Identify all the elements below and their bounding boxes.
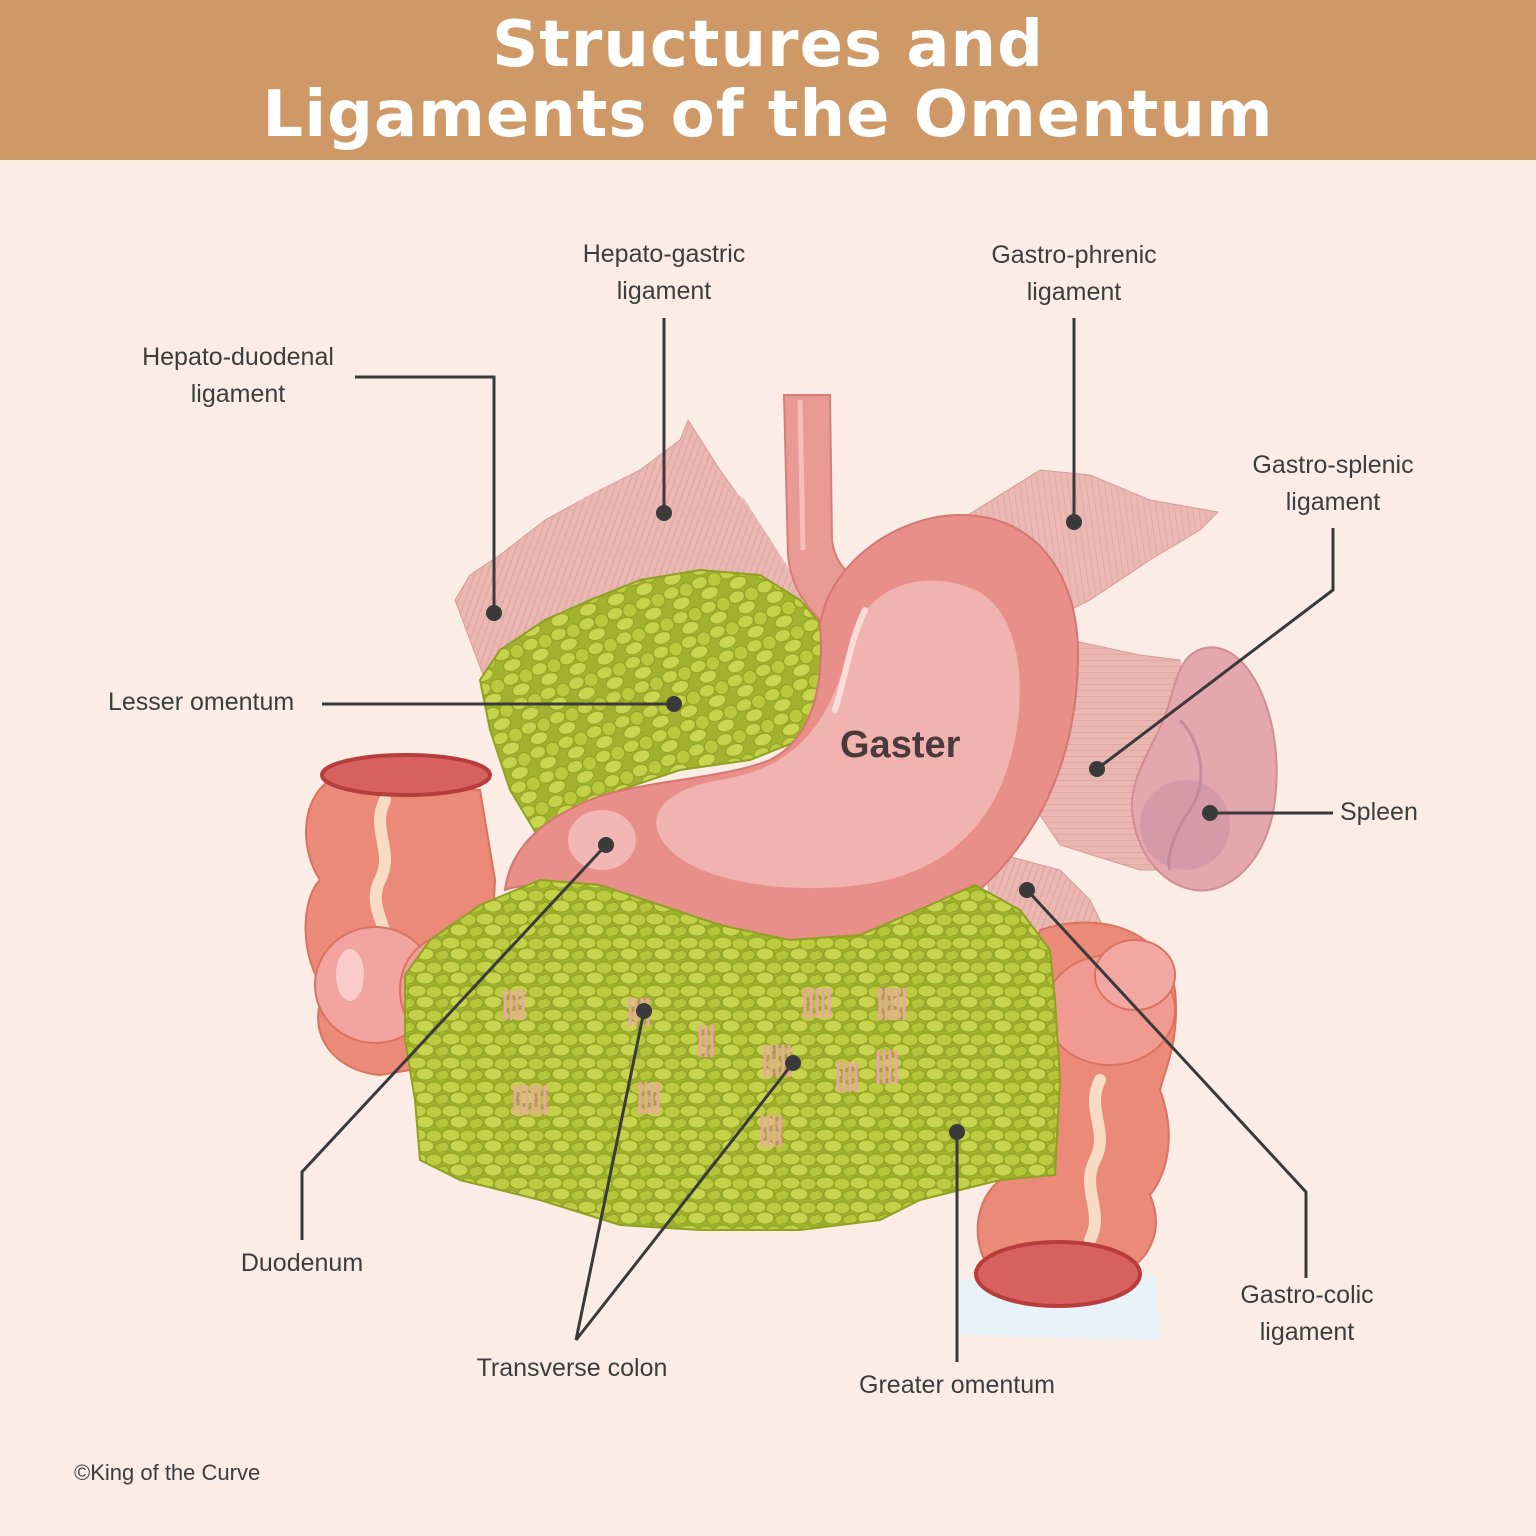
label-gastro-splenic-line1: Gastro-splenic xyxy=(1252,451,1414,479)
stomach-label: Gaster xyxy=(840,724,961,766)
leader-gastro-splenic xyxy=(1096,528,1335,771)
leader-hepato-duodenal xyxy=(355,375,496,613)
copyright-text: ©King of the Curve xyxy=(74,1460,261,1485)
title-banner: Structures and Ligaments of the Omentum xyxy=(0,0,1536,160)
leader-transverse-colon-a xyxy=(574,1010,646,1341)
label-greater-omentum: Greater omentum xyxy=(859,1371,1055,1399)
gastro-phrenic-ligament-sheet xyxy=(959,469,1220,611)
label-gastro-colic-line1: Gastro-colic xyxy=(1240,1281,1374,1309)
label-hepato-duodenal: Hepato-duodenal ligament xyxy=(120,339,356,413)
label-gastro-splenic: Gastro-splenic ligament xyxy=(1228,447,1438,521)
leader-duodenum xyxy=(300,843,608,1240)
label-spleen: Spleen xyxy=(1340,798,1418,826)
label-gastro-colic-line2: ligament xyxy=(1259,1318,1355,1346)
label-hepato-gastric: Hepato-gastric ligament xyxy=(563,236,765,310)
leader-dots xyxy=(486,505,1218,1140)
label-gastro-colic: Gastro-colic ligament xyxy=(1218,1277,1396,1351)
label-lesser-omentum: Lesser omentum xyxy=(108,688,295,716)
label-hepato-gastric-line2: ligament xyxy=(616,277,712,305)
title-line-1: Structures and xyxy=(492,8,1044,82)
transverse-colon-marks xyxy=(503,988,906,1147)
title-line-2: Ligaments of the Omentum xyxy=(262,78,1274,152)
label-gastro-phrenic: Gastro-phrenic ligament xyxy=(970,237,1178,311)
label-gastro-phrenic-line2: ligament xyxy=(1026,278,1122,306)
leader-transverse-colon-b xyxy=(574,1062,795,1341)
leader-gastro-colic xyxy=(1025,888,1308,1278)
label-hepato-duodenal-line2: ligament xyxy=(190,380,286,408)
greater-omentum-fat xyxy=(404,878,1062,1231)
spleen xyxy=(1130,646,1278,892)
label-gastro-phrenic-line1: Gastro-phrenic xyxy=(991,241,1157,269)
label-transverse-colon: Transverse colon xyxy=(476,1354,668,1382)
label-hepato-gastric-line1: Hepato-gastric xyxy=(582,240,746,268)
label-duodenum: Duodenum xyxy=(240,1249,364,1277)
label-hepato-duodenal-line1: Hepato-duodenal xyxy=(142,343,334,371)
label-gastro-splenic-line2: ligament xyxy=(1285,488,1381,516)
leader-lines xyxy=(300,318,1335,1362)
